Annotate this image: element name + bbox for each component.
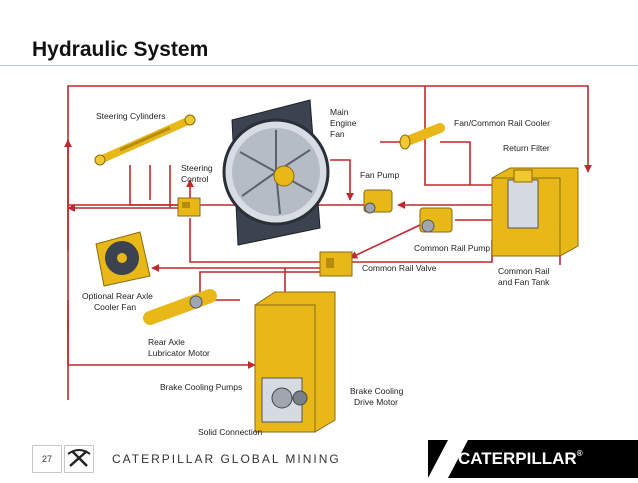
line-steer-valve bbox=[189, 218, 320, 263]
label-main-engine-fan-3: Fan bbox=[330, 129, 345, 139]
label-common-rail-tank-2: and Fan Tank bbox=[498, 277, 550, 287]
line-fan bbox=[330, 159, 354, 201]
label-steering-cylinders: Steering Cylinders bbox=[96, 111, 166, 121]
page-title: Hydraulic System bbox=[32, 38, 209, 61]
title-divider bbox=[0, 65, 638, 66]
label-brake-cooling-pumps: Brake Cooling Pumps bbox=[160, 382, 243, 392]
label-common-rail-pump: Common Rail Pump bbox=[414, 243, 491, 253]
label-main-engine-fan-2: Engine bbox=[330, 118, 357, 128]
rear-axle-cooler-graphic bbox=[95, 231, 151, 287]
label-steering-control-2: Control bbox=[181, 174, 209, 184]
brake-cooling-graphic bbox=[254, 291, 336, 433]
label-main-engine-fan-1: Main bbox=[330, 107, 349, 117]
tank-graphic bbox=[491, 167, 579, 257]
mining-pick-icon bbox=[64, 445, 94, 473]
label-rear-axle-lube-1: Rear Axle bbox=[148, 337, 185, 347]
label-brake-cooling-motor-1: Brake Cooling bbox=[350, 386, 404, 396]
label-rear-axle-cooler-1: Optional Rear Axle bbox=[82, 291, 153, 301]
registered-mark: ® bbox=[576, 449, 583, 458]
rear-axle-lube-graphic bbox=[143, 289, 217, 325]
label-steering-control-1: Steering bbox=[181, 163, 213, 173]
fan-pump-graphic bbox=[363, 189, 393, 214]
label-brake-cooling-motor-2: Drive Motor bbox=[354, 397, 398, 407]
label-rear-axle-cooler-2: Cooler Fan bbox=[94, 302, 137, 312]
line-valve-left2 bbox=[199, 271, 320, 300]
line-cooler bbox=[440, 141, 471, 185]
steering-cylinders-graphic bbox=[94, 114, 196, 166]
hydraulic-lines bbox=[64, 85, 592, 400]
steering-control-graphic bbox=[177, 197, 201, 217]
caterpillar-logo: CATERPILLAR® bbox=[458, 449, 583, 469]
page-number: 27 bbox=[32, 445, 62, 473]
cooler-graphic bbox=[399, 123, 445, 150]
common-rail-pump-graphic bbox=[419, 207, 453, 233]
common-rail-valve-graphic bbox=[319, 251, 353, 277]
logo-text: CATERPILLAR bbox=[458, 449, 577, 468]
label-fan-common-rail-cooler: Fan/Common Rail Cooler bbox=[454, 118, 550, 128]
main-engine-fan-graphic bbox=[222, 99, 330, 246]
label-common-rail-valve: Common Rail Valve bbox=[362, 263, 437, 273]
line-top-right bbox=[425, 85, 592, 173]
label-rear-axle-lube-2: Lubricator Motor bbox=[148, 348, 210, 358]
caterpillar-logo-bar bbox=[428, 440, 638, 478]
line-rail-pump-out bbox=[349, 224, 421, 259]
label-fan-pump: Fan Pump bbox=[360, 170, 400, 180]
label-solid-connection: Solid Connection bbox=[198, 427, 263, 437]
line-steer-1 bbox=[129, 165, 182, 206]
company-name: CATERPILLAR GLOBAL MINING bbox=[112, 452, 341, 466]
label-common-rail-tank-1: Common Rail bbox=[498, 266, 550, 276]
label-return-filter: Return Filter bbox=[503, 143, 550, 153]
